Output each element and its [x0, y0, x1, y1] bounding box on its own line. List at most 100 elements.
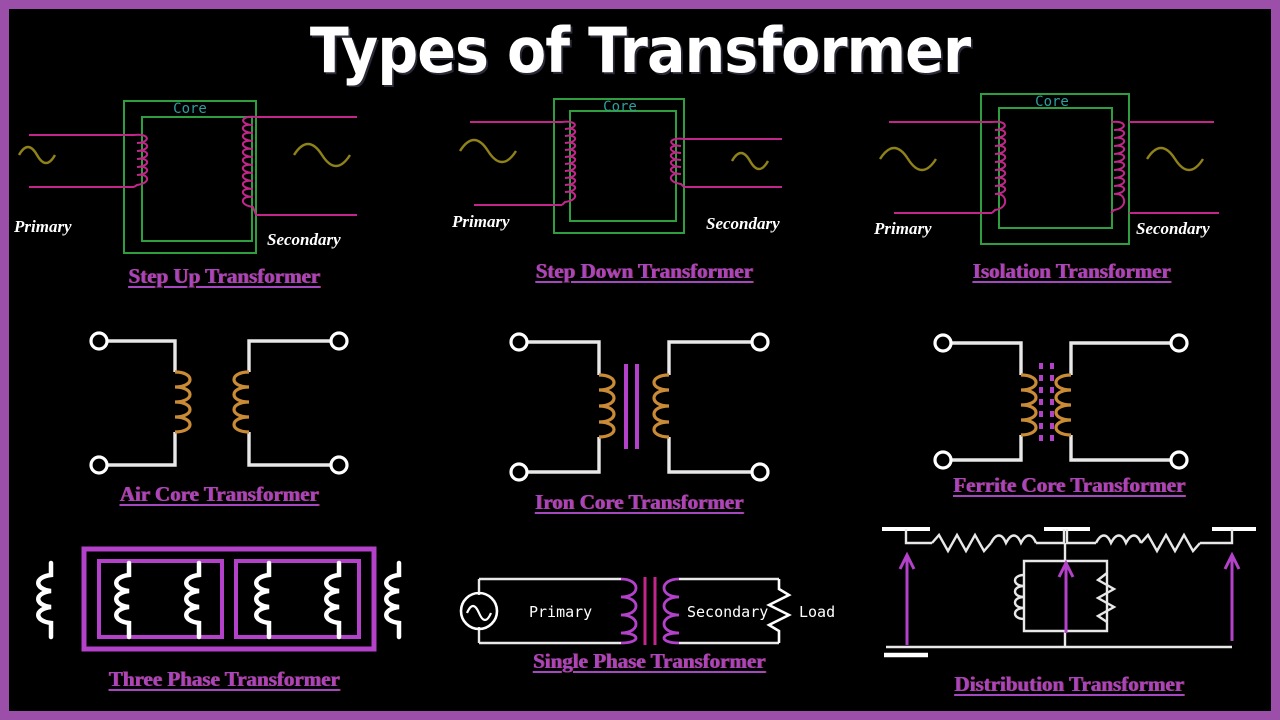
secondary-winding [669, 137, 685, 188]
diagram-three-phase-transformer: Three Phase Transformer [29, 539, 419, 709]
poster-body: Types of Transformer Core Primary [9, 9, 1271, 711]
primary-label: Primary [529, 603, 592, 621]
diagram-distribution-transformer: Distribution Transformer [864, 517, 1271, 707]
load-label: Load [799, 603, 835, 621]
caption-step-up: Step Up Transformer [128, 264, 320, 288]
primary-winding [133, 133, 149, 188]
winding-phase-6 [384, 560, 402, 640]
winding-phase-1 [36, 560, 54, 640]
magnetizing-inductor-icon [1013, 573, 1025, 621]
core-label: Core [603, 99, 637, 115]
core-inner-rect [141, 116, 253, 242]
diagram-step-down-transformer: Core Primary Secondary Step Down Transfo… [434, 89, 854, 283]
core-inner-rect [998, 107, 1113, 229]
secondary-coil [662, 577, 680, 645]
core-window-left [97, 559, 224, 639]
secondary-label: Secondary [267, 230, 341, 249]
terminal-bottom-left[interactable] [933, 450, 953, 470]
diagram-iron-core-transformer: Iron Core Transformer [469, 327, 809, 522]
caption-single-phase: Single Phase Transformer [532, 649, 766, 673]
ac-source-icon [459, 591, 499, 631]
terminal-top-left[interactable] [933, 333, 953, 353]
terminal-top-right[interactable] [329, 331, 349, 351]
core-label: Core [173, 101, 207, 117]
three-phase-svg [36, 546, 402, 652]
step-up-svg: Core Primary Secondary [13, 100, 357, 254]
terminal-top-left[interactable] [509, 332, 529, 352]
right-coil [652, 373, 670, 439]
diagram-isolation-transformer: Core Primary Secondary Isolation Transfo… [864, 89, 1271, 283]
core-inner-rect [569, 110, 677, 222]
secondary-sine-icon [292, 142, 352, 168]
primary-sine-icon [17, 145, 57, 165]
right-circuit [1069, 341, 1171, 462]
isolation-svg: Core Primary Secondary [873, 93, 1219, 245]
caption-iron-core: Iron Core Transformer [534, 490, 744, 514]
diagram-air-core-transformer: Air Core Transformer [49, 327, 389, 517]
series-branch [904, 529, 1234, 554]
secondary-label: Secondary [706, 214, 780, 233]
core-loss-resistor-icon [1095, 572, 1117, 623]
core-label: Core [1035, 94, 1069, 110]
ac-source-sine-icon [465, 604, 493, 622]
left-circuit [527, 340, 601, 474]
terminal-top-left[interactable] [89, 331, 109, 351]
terminal-bottom-right[interactable] [329, 455, 349, 475]
right-coil [1054, 373, 1072, 437]
primary-loop [477, 577, 621, 645]
secondary-sine-icon [730, 151, 770, 171]
ferrite-core-svg [933, 333, 1189, 470]
primary-winding [991, 120, 1007, 214]
secondary-loop [679, 577, 779, 645]
terminal-bottom-left[interactable] [89, 455, 109, 475]
voltage-arrows [898, 551, 1241, 645]
left-circuit [107, 339, 177, 467]
winding-phase-3 [184, 560, 202, 640]
winding-phase-5 [324, 560, 342, 640]
step-down-svg: Core Primary Secondary [451, 98, 782, 234]
single-phase-svg: Primary Secondary Load [459, 577, 835, 645]
caption-isolation: Isolation Transformer [972, 259, 1171, 283]
page-title: Types of Transformer [309, 14, 971, 87]
air-core-svg [89, 331, 349, 475]
left-coil [174, 370, 192, 434]
core-outer-rect [980, 93, 1130, 245]
core-outer-frame [81, 546, 377, 652]
primary-sine-icon [878, 146, 938, 172]
caption-step-down: Step Down Transformer [535, 259, 753, 283]
secondary-label: Secondary [687, 603, 768, 621]
caption-air-core: Air Core Transformer [119, 482, 319, 506]
left-circuit [951, 341, 1023, 462]
secondary-label: Secondary [1136, 219, 1210, 238]
caption-three-phase: Three Phase Transformer [108, 667, 340, 691]
primary-label: Primary [13, 217, 72, 236]
secondary-winding [1110, 120, 1126, 214]
secondary-winding [241, 115, 257, 216]
terminal-bottom-right[interactable] [750, 462, 770, 482]
core-outer-rect [553, 98, 685, 234]
primary-sine-icon [458, 138, 518, 164]
primary-winding [561, 120, 577, 206]
diagram-single-phase-transformer: Primary Secondary Load Single Phase Tran… [449, 565, 849, 695]
left-coil [598, 373, 616, 439]
left-coil [1020, 373, 1038, 437]
primary-coil [620, 577, 638, 645]
terminal-top-right[interactable] [1169, 333, 1189, 353]
right-coil [232, 370, 250, 434]
primary-label: Primary [451, 212, 510, 231]
terminal-bottom-right[interactable] [1169, 450, 1189, 470]
distribution-svg [882, 527, 1256, 658]
right-circuit [247, 339, 331, 467]
secondary-sine-icon [1145, 146, 1205, 172]
load-resistor-icon [766, 579, 792, 643]
caption-distribution: Distribution Transformer [954, 672, 1184, 696]
right-circuit [667, 340, 752, 474]
diagram-ferrite-core-transformer: Ferrite Core Transformer [899, 327, 1239, 517]
core-window-right [234, 559, 361, 639]
terminal-bottom-left[interactable] [509, 462, 529, 482]
terminal-top-right[interactable] [750, 332, 770, 352]
caption-ferrite-core: Ferrite Core Transformer [952, 473, 1186, 497]
winding-phase-2 [114, 560, 132, 640]
diagram-step-up-transformer: Core Primary Secondary Step Up Transform… [9, 97, 439, 288]
